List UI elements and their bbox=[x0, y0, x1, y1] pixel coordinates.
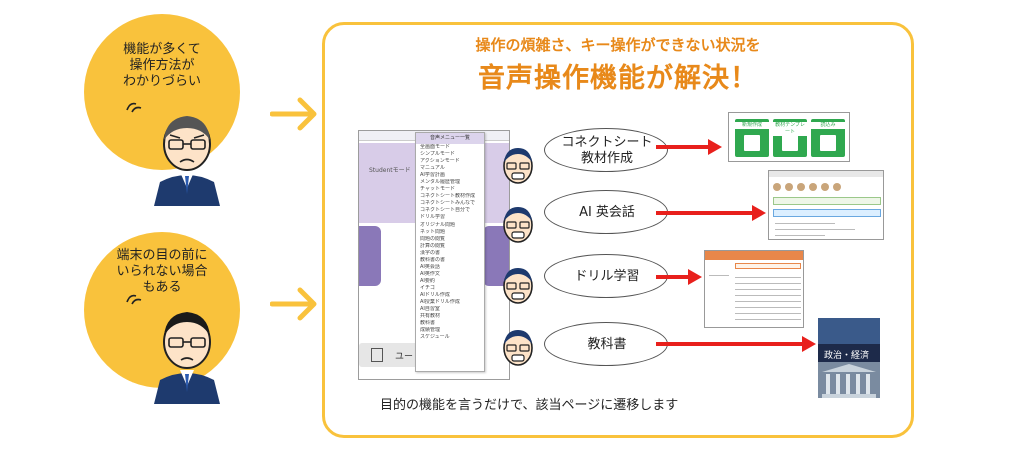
voice-menu-header: 音声メニュー一覧 bbox=[416, 133, 484, 144]
avatar bbox=[821, 183, 829, 191]
concern-circle-bottom: 端末の目の前に いられない場合 もある bbox=[84, 232, 240, 388]
voice-menu-item[interactable]: 計算の閲覧 bbox=[420, 242, 446, 249]
sigh-mark-icon bbox=[126, 294, 142, 305]
connect-sheet-screenshot: 新規作成 教材テンプレート 読込み bbox=[728, 112, 850, 162]
voice-menu-item[interactable]: コネクトシート教材作成 bbox=[420, 193, 476, 200]
voice-menu-item[interactable]: マニュアル bbox=[420, 165, 445, 172]
voice-menu-item[interactable]: AI要約 bbox=[420, 277, 435, 284]
arrow-right-icon bbox=[656, 139, 722, 155]
building-image bbox=[818, 362, 880, 398]
voice-menu-item[interactable]: AI自習室 bbox=[420, 306, 440, 313]
voice-menu-item[interactable]: オリジナル問題 bbox=[420, 221, 456, 228]
voice-menu-item[interactable]: スケジュール bbox=[420, 334, 450, 341]
concern-text-top: 機能が多くて 操作方法が わかりづらい bbox=[122, 42, 201, 89]
worried-person-icon bbox=[154, 116, 220, 206]
speech-bubble-connect-sheet: コネクトシート 教材作成 bbox=[544, 128, 668, 172]
student-face-icon bbox=[503, 148, 533, 184]
voice-menu-item[interactable]: 教科書 bbox=[420, 320, 436, 327]
caption-text: 目的の機能を言うだけで、該当ページに遷移します bbox=[380, 398, 679, 413]
student-face-icon bbox=[503, 207, 533, 243]
arrow-right-icon bbox=[656, 205, 766, 221]
app-tile[interactable] bbox=[359, 226, 381, 286]
avatar bbox=[773, 183, 781, 191]
user-icon bbox=[371, 348, 383, 362]
voice-menu-item[interactable]: シンプルモード bbox=[420, 151, 455, 158]
textbook-title: 政治・経済 bbox=[824, 351, 870, 361]
voice-menu-item[interactable]: アクションモード bbox=[420, 158, 460, 165]
student-mode-label: Studentモード bbox=[369, 167, 411, 174]
absent-person-icon bbox=[154, 312, 220, 404]
voice-menu-item[interactable]: イチゴ bbox=[420, 284, 436, 291]
drill-screenshot bbox=[704, 250, 804, 328]
voice-menu-item[interactable]: メンタル履歴管理 bbox=[420, 179, 461, 186]
headline-subtitle: 操作の煩雑さ、キー操作ができない状況を bbox=[475, 36, 761, 54]
voice-menu-item[interactable]: コネクトシート自分で bbox=[420, 207, 471, 214]
load-icon[interactable]: 読込み bbox=[811, 119, 845, 157]
voice-menu-item[interactable]: 成績管理 bbox=[420, 327, 441, 334]
arrow-right-icon bbox=[270, 287, 317, 321]
sigh-mark-icon bbox=[126, 102, 142, 113]
ai-conversation-screenshot bbox=[768, 170, 884, 240]
arrow-right-icon bbox=[270, 97, 317, 131]
avatar bbox=[809, 183, 817, 191]
voice-menu-item[interactable]: ドリル学習 bbox=[420, 214, 446, 221]
template-icon[interactable]: 教材テンプレート bbox=[773, 119, 807, 157]
speech-bubble-textbook: 教科書 bbox=[544, 322, 668, 366]
app-tile[interactable] bbox=[483, 226, 509, 286]
avatar bbox=[785, 183, 793, 191]
avatar bbox=[797, 183, 805, 191]
arrow-right-icon bbox=[656, 336, 816, 352]
voice-menu-item[interactable]: 共有教材 bbox=[420, 313, 441, 320]
speech-bubble-drill: ドリル学習 bbox=[544, 254, 668, 298]
concern-text-bottom: 端末の目の前に いられない場合 もある bbox=[116, 248, 208, 295]
voice-menu-item[interactable]: ネット問題 bbox=[420, 228, 446, 235]
student-face-icon bbox=[503, 268, 533, 304]
voice-menu-item[interactable]: AI英会話 bbox=[420, 263, 440, 270]
voice-menu-item[interactable]: AI英作文 bbox=[420, 270, 440, 277]
voice-menu-item[interactable]: AIドリル作成 bbox=[420, 291, 450, 298]
voice-menu-item[interactable]: コネクトシートみんなで bbox=[420, 200, 476, 207]
student-face-icon bbox=[503, 330, 533, 366]
voice-menu-item[interactable]: 全画面モード bbox=[420, 144, 451, 150]
arrow-right-icon bbox=[656, 269, 702, 285]
voice-menu-item[interactable]: AI学習計画 bbox=[420, 172, 445, 179]
voice-menu-item[interactable]: 漢字の書 bbox=[420, 249, 441, 256]
voice-menu-item[interactable]: 教科書の書 bbox=[420, 256, 446, 263]
concern-circle-top: 機能が多くて 操作方法が わかりづらい bbox=[84, 14, 240, 170]
speech-bubble-ai-conversation: AI 英会話 bbox=[544, 190, 668, 234]
textbook-cover: 政治・経済 bbox=[818, 318, 880, 398]
voice-menu-item[interactable]: AI授業ドリル作成 bbox=[420, 299, 460, 306]
chat-message bbox=[773, 197, 881, 205]
avatar bbox=[833, 183, 841, 191]
columns-icon bbox=[822, 364, 876, 398]
voice-menu-item[interactable]: チャットモード bbox=[420, 186, 455, 193]
voice-menu-item[interactable]: 問題の閲覧 bbox=[420, 235, 446, 242]
new-sheet-icon[interactable]: 新規作成 bbox=[735, 119, 769, 157]
headline-title: 音声操作機能が解決！ bbox=[478, 63, 758, 94]
chat-input[interactable] bbox=[773, 209, 881, 217]
